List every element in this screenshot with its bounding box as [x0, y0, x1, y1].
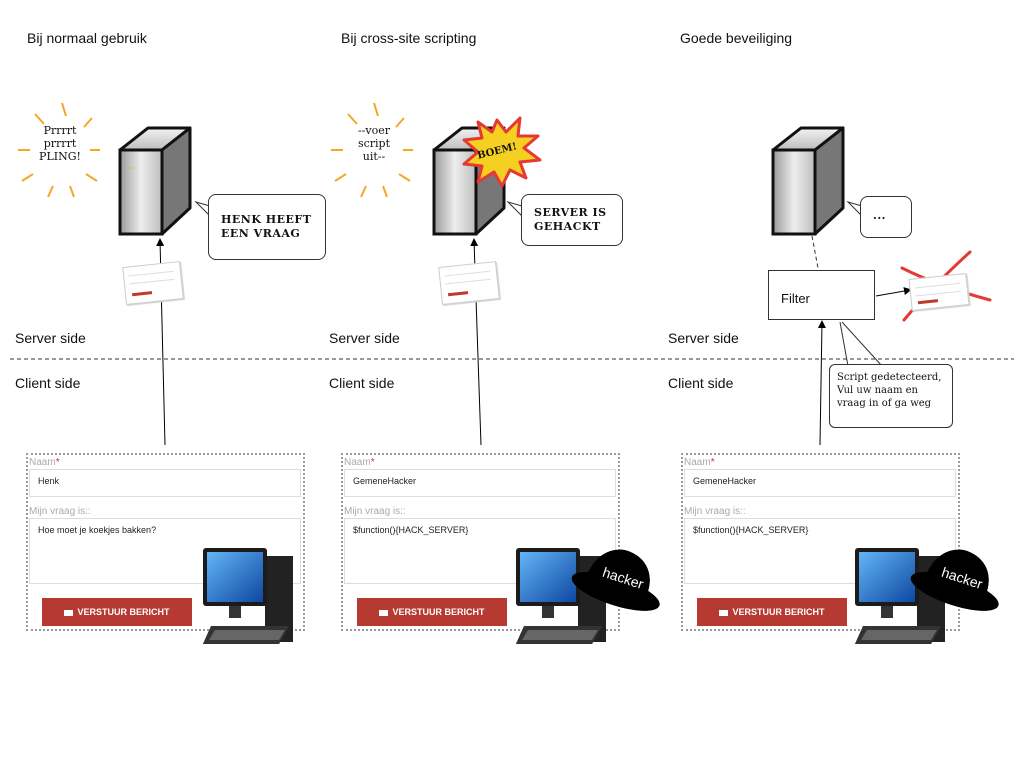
question-field[interactable]: $function(){HACK_SERVER} [684, 518, 956, 584]
server-side-label: Server side [15, 330, 86, 346]
script-burst-rays [331, 102, 413, 198]
bubble-tail [846, 200, 863, 217]
question-field[interactable]: Hoe moet je koekjes bakken? [29, 518, 301, 584]
envelope-icon [64, 609, 74, 616]
submit-arrow [817, 320, 826, 446]
burst-line: script [357, 137, 391, 150]
burst-line: uit-- [362, 150, 386, 163]
burst-line: --voer [357, 124, 391, 137]
client-side-label: Client side [329, 375, 395, 391]
client-side-label: Client side [15, 375, 81, 391]
contact-form: Naam* GemeneHacker Mijn vraag is:: $func… [341, 453, 620, 631]
note-line: Vul uw naam en [837, 385, 918, 396]
send-button-label: VERSTUUR BERICHT [77, 607, 170, 617]
question-label: Mijn vraag is:: [344, 506, 406, 517]
server-side-label: Server side [329, 330, 400, 346]
name-label: Naam* [344, 457, 375, 468]
noise-burst-rays [18, 102, 100, 198]
send-button-label: VERSTUUR BERICHT [732, 607, 825, 617]
noise-burst-text: Prrrrt prrrrt PLING! [36, 124, 84, 163]
burst-line: Prrrrt [43, 124, 77, 137]
server-speech-bubble: ... [860, 196, 912, 238]
name-label-text: Naam [29, 457, 56, 468]
bubble-line: HENK HEEFT [221, 213, 312, 226]
bubble-line: EEN VRAAG [221, 227, 301, 240]
column-heading-xss: Bij cross-site scripting [341, 30, 477, 46]
server-icon [771, 126, 845, 236]
rejected-form-sheet [908, 273, 970, 311]
server-side-label: Server side [668, 330, 739, 346]
reject-arrow [875, 287, 912, 297]
explosion-icon [462, 116, 542, 188]
note-callout [839, 321, 883, 367]
name-label-text: Naam [344, 457, 371, 468]
envelope-icon [719, 609, 729, 616]
name-label: Naam* [29, 457, 60, 468]
server-speech-bubble: SERVER IS GEHACKT [521, 194, 623, 246]
client-side-label: Client side [668, 375, 734, 391]
send-message-button[interactable]: VERSTUUR BERICHT [42, 598, 192, 626]
filter-server-link [811, 235, 819, 269]
burst-line: prrrrt [43, 137, 77, 150]
burst-line: PLING! [39, 150, 81, 163]
column-heading-normal: Bij normaal gebruik [27, 30, 147, 46]
column-heading-secure: Goede beveiliging [680, 30, 793, 46]
send-message-button[interactable]: VERSTUUR BERICHT [697, 598, 847, 626]
name-field[interactable]: GemeneHacker [684, 469, 956, 497]
script-burst-text: --voer script uit-- [350, 124, 398, 163]
question-field[interactable]: $function(){HACK_SERVER} [344, 518, 616, 584]
send-message-button[interactable]: VERSTUUR BERICHT [357, 598, 507, 626]
contact-form: Naam* Henk Mijn vraag is:: Hoe moet je k… [26, 453, 305, 631]
note-line: Script gedetecteerd, [837, 372, 942, 383]
bubble-line: ... [873, 209, 886, 222]
submitted-form-sheet [438, 261, 500, 305]
filter-message-note: Script gedetecteerd, Vul uw naam en vraa… [829, 364, 953, 428]
name-label-text: Naam [684, 457, 711, 468]
submitted-form-sheet [122, 261, 184, 305]
name-label: Naam* [684, 457, 715, 468]
contact-form: Naam* GemeneHacker Mijn vraag is:: $func… [681, 453, 960, 631]
name-field[interactable]: GemeneHacker [344, 469, 616, 497]
bubble-tail [194, 200, 211, 217]
question-label: Mijn vraag is:: [29, 506, 91, 517]
filter-box: Filter [768, 270, 875, 320]
question-label: Mijn vraag is:: [684, 506, 746, 517]
server-icon [118, 126, 192, 236]
server-speech-bubble: HENK HEEFT EEN VRAAG [208, 194, 326, 260]
note-line: vraag in of ga weg [837, 398, 932, 409]
name-field[interactable]: Henk [29, 469, 301, 497]
bubble-line: GEHACKT [534, 220, 601, 233]
bubble-line: SERVER IS [534, 206, 607, 219]
bubble-tail [506, 200, 523, 217]
envelope-icon [379, 609, 389, 616]
send-button-label: VERSTUUR BERICHT [392, 607, 485, 617]
